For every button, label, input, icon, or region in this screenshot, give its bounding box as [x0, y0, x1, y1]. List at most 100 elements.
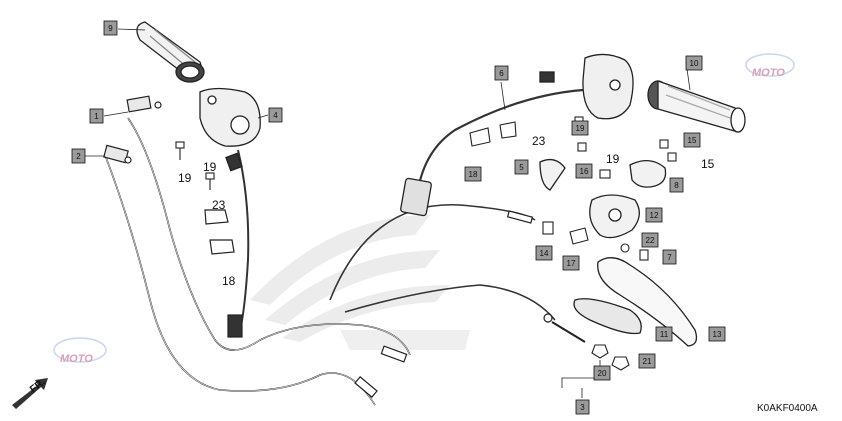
switch-connector [225, 152, 243, 172]
nut-17 [569, 227, 589, 245]
clutch-cable-end [543, 313, 553, 323]
callout-12: 12 [645, 207, 663, 223]
screw-15a [659, 139, 669, 149]
callout-4: 4 [268, 107, 283, 123]
nut-21 [611, 356, 630, 371]
callout-box [103, 20, 118, 36]
bolt-14 [542, 221, 554, 235]
callout-label: 11 [660, 330, 669, 339]
clip-23-left [204, 209, 229, 225]
callout-box [638, 353, 656, 369]
right-switch-harness [416, 88, 584, 191]
callout-11: 11 [655, 326, 673, 342]
callout-box [71, 148, 86, 164]
callout-23: 23 [212, 198, 226, 212]
right-grip [647, 80, 746, 133]
callout-label: 1 [94, 112, 99, 121]
callout-19: 19 [178, 171, 192, 185]
left-grip [136, 21, 205, 83]
callout-7: 7 [662, 249, 677, 265]
bracket-holder-8 [629, 160, 667, 188]
pin-7 [639, 249, 649, 261]
screw-19d [577, 142, 587, 152]
small-hardware [469, 116, 677, 371]
callout-label: 19 [203, 160, 217, 174]
callout-13: 13 [708, 326, 726, 342]
right-switch-plug [539, 71, 555, 83]
washer-22 [620, 243, 630, 253]
callout-label: 17 [567, 259, 576, 268]
cable-ends [354, 210, 586, 398]
harness-connector-right [400, 177, 432, 217]
callout-15: 15 [683, 132, 701, 148]
callout-label: 18 [222, 274, 236, 288]
callout-14: 14 [535, 245, 553, 261]
callout-label: 19 [178, 171, 192, 185]
callout-label: 14 [540, 249, 549, 258]
callout-label: 16 [580, 167, 589, 176]
callout-23: 23 [532, 134, 546, 148]
clip-18-left [209, 239, 235, 255]
callout-label: 21 [643, 357, 652, 366]
callout-box [655, 326, 673, 342]
cable-joints-left [103, 95, 162, 164]
callout-label: 15 [701, 157, 715, 171]
callout-2: 2 [71, 148, 86, 164]
callout-16: 16 [575, 163, 593, 179]
callout-5: 5 [514, 159, 529, 175]
screw-16 [599, 169, 611, 179]
callout-box [575, 163, 593, 179]
callout-label: 5 [519, 163, 524, 172]
harness-connector-left [227, 314, 243, 338]
callout-label: 19 [576, 124, 585, 133]
callout-box [494, 65, 509, 81]
callout-box [685, 55, 703, 71]
callout-label: 13 [713, 330, 722, 339]
callout-21: 21 [638, 353, 656, 369]
callout-label: 8 [674, 181, 679, 190]
callout-box [268, 107, 283, 123]
watermark-right: MOTO [745, 53, 795, 79]
callout-box [89, 108, 104, 124]
cover-5 [539, 158, 566, 191]
callout-label: 7 [667, 253, 672, 262]
upper-cable-adjuster [506, 210, 534, 224]
callout-8: 8 [669, 177, 684, 193]
clutch-lever [597, 257, 698, 347]
screws-left [175, 141, 215, 190]
clutch-adjuster-spring [551, 321, 586, 343]
front-arrow: FR. [12, 377, 48, 409]
callout-label: 23 [532, 134, 546, 148]
callout-20: 20 [593, 365, 611, 381]
screw-15b [667, 152, 677, 162]
callout-18: 18 [222, 274, 236, 288]
callout-label: 20 [598, 369, 607, 378]
cable-end-2 [354, 376, 378, 398]
callout-label: 6 [499, 69, 504, 78]
callout-10: 10 [685, 55, 703, 71]
callouts: 1234567891011121314151516171818191919192… [71, 20, 726, 415]
callout-label: 23 [212, 198, 226, 212]
callout-box [571, 120, 589, 136]
callout-9: 9 [103, 20, 118, 36]
callout-label: 2 [76, 152, 81, 161]
callout-box [708, 326, 726, 342]
left-switch-harness [237, 149, 250, 331]
clip-18-right [469, 127, 491, 147]
callout-box [562, 255, 580, 271]
callout-box [662, 249, 677, 265]
watermark-text-right: MOTO [752, 67, 785, 79]
background-wing-emblem [250, 215, 470, 350]
cable-end-1 [380, 345, 408, 363]
lever-cover [573, 298, 642, 335]
callout-15: 15 [701, 157, 715, 171]
clutch-perch [539, 158, 667, 239]
callout-box [535, 245, 553, 261]
callout-box [464, 166, 482, 182]
callout-label: 18 [469, 170, 478, 179]
clips-left [204, 209, 243, 338]
callout-box [641, 232, 659, 248]
callout-1: 1 [89, 108, 104, 124]
